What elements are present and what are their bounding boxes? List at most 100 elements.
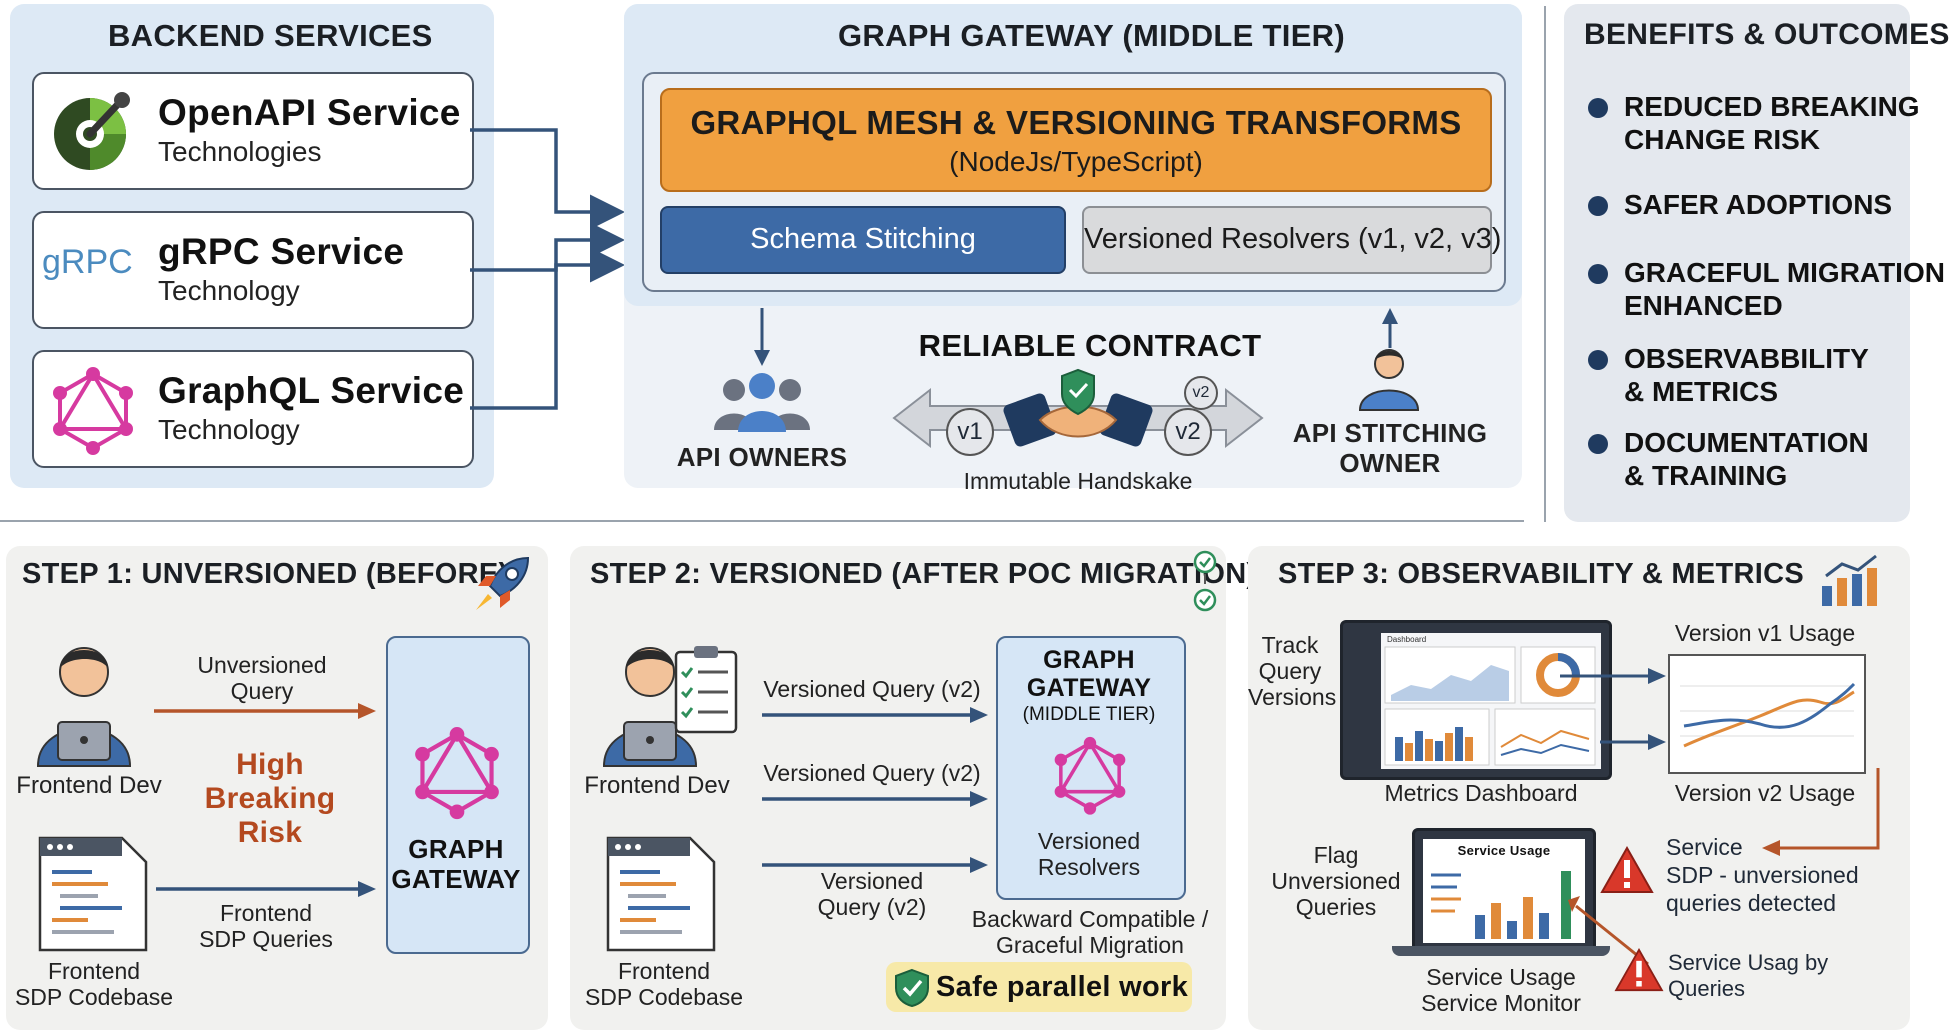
openapi-service-name: OpenAPI Service: [158, 92, 461, 133]
schema-stitching-label: Schema Stitching: [750, 223, 976, 255]
benefit-4-line-2: & METRICS: [1624, 376, 1778, 407]
step1-frontend-dev-icon: [36, 647, 132, 767]
backend-services-title: BACKEND SERVICES: [108, 18, 433, 53]
alert-usage-2: Queries: [1668, 976, 1746, 1001]
step2-query-3-label-2: Query (v2): [817, 894, 927, 920]
version-usage-lines: [1680, 682, 1856, 748]
step2-gateway-resolvers-1: Versioned: [1037, 828, 1141, 854]
service-usage-bars: [1431, 871, 1571, 939]
step3-title: STEP 3: OBSERVABILITY & METRICS: [1278, 558, 1805, 590]
v2-small-badge: v2: [1184, 376, 1218, 410]
versioned-resolvers-label: Versioned Resolvers (v1, v2, v3): [1084, 223, 1502, 255]
graphql-service-name: GraphQL Service: [158, 370, 465, 411]
dashboard-content: Dashboard: [1381, 633, 1601, 769]
step2-query-3-label-1: Versioned: [820, 868, 924, 894]
service-monitor-laptop-base: [1392, 946, 1610, 956]
bar-chart-trend-icon: [1822, 554, 1877, 606]
v2-badge-label: v2: [1175, 418, 1201, 445]
step2-query-3-arrow: [762, 857, 988, 873]
mesh-transforms-box: GRAPHQL MESH & VERSIONING TRANSFORMS (No…: [660, 88, 1492, 192]
benefit-4-line-1: OBSERVABBILITY: [1624, 343, 1869, 374]
step2-codebase-icon: [606, 836, 716, 952]
benefit-3-line-1: GRACEFUL MIGRATION: [1624, 257, 1945, 288]
benefit-bullet-3: [1588, 264, 1608, 284]
step1-risk-3: Risk: [237, 816, 303, 849]
benefits-panel: [1564, 4, 1910, 522]
step1-graph-gateway-box: [386, 636, 530, 954]
api-stitching-owner-icon: [1358, 349, 1420, 411]
step1-risk-2: Breaking: [204, 782, 336, 815]
step2-title: STEP 2: VERSIONED (AFTER POC MIGRATION): [590, 558, 1257, 590]
warning-icon-2: [1614, 947, 1664, 992]
version-v1-usage-label: Version v1 Usage: [1674, 620, 1856, 646]
grpc-logo-text: gRPC: [42, 243, 133, 281]
step1-unversioned-query-2: Query: [230, 678, 294, 704]
alert-unversioned-1: Service: [1666, 834, 1743, 860]
flag-label-1: Flag: [1313, 842, 1359, 868]
schema-stitching-box: Schema Stitching: [660, 206, 1066, 274]
track-label-3: Versions: [1248, 684, 1337, 710]
step1-sdp-queries-1: Frontend: [219, 900, 313, 926]
service-monitor-label-2: Service Monitor: [1421, 990, 1581, 1016]
graphql-service-sub: Technology: [158, 414, 300, 445]
v2-badge: v2: [1164, 408, 1212, 456]
track-label-2: Query: [1258, 658, 1322, 684]
service-monitor-label-1: Service Usage: [1426, 964, 1576, 990]
benefit-bullet-1: [1588, 98, 1608, 118]
flag-label-2: Unversioned: [1271, 868, 1401, 894]
alert-connector-arrows: [1568, 768, 1880, 966]
version-usage-chart: [1668, 654, 1866, 774]
handshake-caption: Immutable Handskake: [963, 468, 1193, 494]
grpc-service-card: gRPC gRPC Service Technology: [32, 211, 474, 329]
step1-graphql-icon: [415, 727, 499, 820]
warning-icon-1: [1600, 845, 1654, 893]
service-monitor-screen: Service Usage: [1423, 839, 1585, 943]
v1-badge: v1: [946, 408, 994, 456]
benefits-divider: [1544, 6, 1546, 522]
flag-label-3: Queries: [1295, 894, 1377, 920]
openapi-gauge-icon: [54, 92, 130, 170]
step1-codebase-label-2: SDP Codebase: [14, 984, 174, 1010]
stitching-owner-up-arrow: [1382, 308, 1398, 348]
step2-gateway-resolvers-2: Resolvers: [1037, 854, 1141, 880]
track-label-1: Track: [1261, 632, 1319, 658]
benefit-5-line-2: & TRAINING: [1624, 460, 1788, 491]
api-owners-group-icon: [714, 373, 810, 432]
step1-unversioned-arrow: [154, 703, 376, 719]
v1-badge-label: v1: [957, 418, 983, 445]
safe-parallel-work-label: Safe parallel work: [936, 971, 1189, 1003]
versioned-resolvers-box: Versioned Resolvers (v1, v2, v3): [1082, 206, 1502, 274]
benefit-bullet-2: [1588, 196, 1608, 216]
api-stitching-owner-label-1: API STITCHING: [1292, 418, 1488, 448]
step2-graph-gateway-box: [996, 636, 1186, 900]
benefit-5-line-1: DOCUMENTATION: [1624, 427, 1869, 458]
mesh-transforms-sub: (NodeJs/TypeScript): [949, 146, 1203, 177]
service-usage-screen-title: Service Usage: [1457, 843, 1551, 858]
service-monitor-laptop: Service Usage: [1412, 828, 1596, 954]
version-v2-usage-label: Version v2 Usage: [1674, 780, 1856, 806]
api-owners-down-arrow: [754, 308, 770, 366]
step2-query-2-label: Versioned Query (v2): [763, 760, 981, 786]
step2-gateway-label-3: (MIDDLE TIER): [1022, 704, 1156, 725]
v2-small-badge-label: v2: [1192, 384, 1210, 401]
step2-gateway-label-2: GATEWAY: [1026, 674, 1152, 702]
grpc-service-sub: Technology: [158, 275, 300, 306]
step2-query-1-arrow: [762, 707, 988, 723]
openapi-service-sub: Technologies: [158, 136, 322, 167]
dashboard-mini-charts: [1384, 646, 1596, 766]
step1-sdp-queries-2: SDP Queries: [199, 926, 333, 952]
step1-frontend-dev-label: Frontend Dev: [16, 772, 162, 799]
step1-codebase-label-1: Frontend: [47, 958, 141, 984]
section-divider: [0, 520, 1524, 522]
step2-query-2-arrow: [762, 791, 988, 807]
step2-compat-2: Graceful Migration: [996, 932, 1184, 958]
alert-unversioned-3: queries detected: [1666, 890, 1837, 916]
reliable-contract-title: RELIABLE CONTRACT: [918, 328, 1262, 363]
rocket-icon: [476, 556, 530, 610]
benefit-3-line-2: ENHANCED: [1624, 290, 1783, 321]
step1-title: STEP 1: UNVERSIONED (BEFORE): [22, 558, 509, 590]
safe-parallel-work-badge: Safe parallel work: [886, 962, 1192, 1012]
step1-unversioned-query-1: Unversioned: [197, 652, 327, 678]
metrics-dashboard-screen: Dashboard: [1340, 620, 1612, 780]
step2-gateway-label-1: GRAPH: [1043, 646, 1135, 674]
